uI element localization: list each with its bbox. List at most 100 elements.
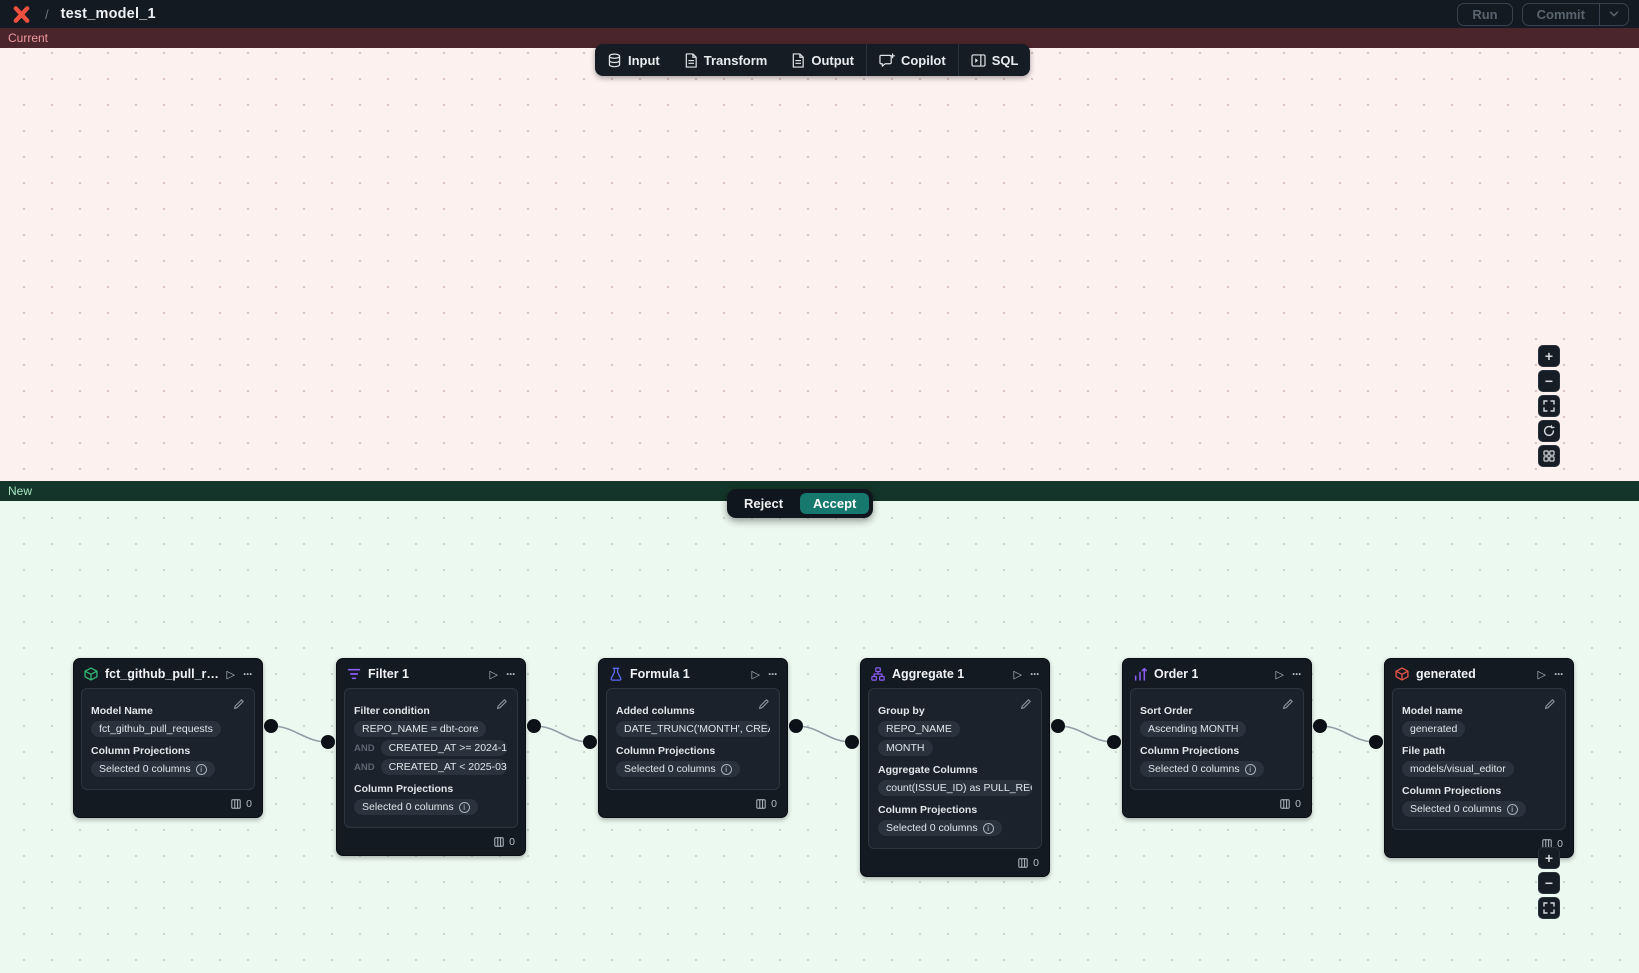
filter-condition-pill[interactable]: CREATED_AT < 2025-03-01	[380, 759, 507, 775]
connection-handle[interactable]	[527, 719, 541, 733]
node-header[interactable]: Filter 1 ▷ ···	[337, 659, 525, 687]
toolbar-transform-button[interactable]: Transform	[672, 44, 780, 76]
commit-split-button[interactable]: Commit	[1521, 2, 1629, 26]
connection-handle[interactable]	[1369, 735, 1383, 749]
more-menu-icon[interactable]: ···	[506, 667, 516, 681]
current-version-label: Current	[8, 31, 49, 45]
column-projections-pill[interactable]: Selected 0 columns i	[1140, 761, 1264, 777]
more-menu-icon[interactable]: ···	[1554, 667, 1564, 681]
grid-icon	[1543, 450, 1555, 462]
connection-handle[interactable]	[1107, 735, 1121, 749]
model-name-pill[interactable]: generated	[1402, 721, 1466, 737]
edit-icon[interactable]	[758, 698, 770, 710]
info-icon: i	[1506, 803, 1518, 815]
play-icon[interactable]: ▷	[751, 668, 760, 681]
play-icon[interactable]: ▷	[489, 668, 498, 681]
current-canvas[interactable]: Input Transform Output Copilot	[0, 44, 1639, 481]
new-flow-controls: + −	[1538, 847, 1560, 919]
column-projections-pill[interactable]: Selected 0 columns i	[878, 820, 1002, 836]
edit-icon[interactable]	[1282, 698, 1294, 710]
new-version-label: New	[8, 484, 33, 498]
zoom-in-button[interactable]: +	[1538, 345, 1560, 367]
connection-handle[interactable]	[264, 719, 278, 733]
current-version-band: Current	[0, 28, 1639, 48]
toolbar-output-button[interactable]: Output	[779, 44, 866, 76]
fit-view-button[interactable]	[1538, 897, 1560, 919]
node-formula-1[interactable]: Formula 1 ▷ ··· Added columns DATE_TRUNC…	[598, 658, 788, 818]
node-generated[interactable]: generated ▷ ··· Model name generated Fil…	[1384, 658, 1574, 858]
connection-handle[interactable]	[789, 719, 803, 733]
connection-handle[interactable]	[583, 735, 597, 749]
play-icon[interactable]: ▷	[1013, 668, 1022, 681]
edit-icon[interactable]	[233, 698, 245, 710]
connection-handle[interactable]	[321, 735, 335, 749]
edit-icon[interactable]	[1020, 698, 1032, 710]
section-label: Sort Order	[1140, 705, 1193, 717]
node-header[interactable]: Aggregate 1 ▷ ···	[861, 659, 1049, 687]
toolbar-sql-button[interactable]: SQL	[959, 44, 1031, 76]
play-icon[interactable]: ▷	[1275, 668, 1284, 681]
toolbar-input-label: Input	[628, 52, 660, 68]
filter-condition-pill[interactable]: REPO_NAME = dbt-core	[354, 721, 487, 737]
refresh-button[interactable]	[1538, 420, 1560, 442]
node-aggregate-1[interactable]: Aggregate 1 ▷ ··· Group by REPO_NAME MON…	[860, 658, 1050, 877]
zoom-out-button[interactable]: −	[1538, 872, 1560, 894]
edit-icon[interactable]	[1544, 698, 1556, 710]
more-menu-icon[interactable]: ···	[243, 667, 253, 681]
node-title: generated	[1416, 667, 1476, 681]
section-label: Model Name	[91, 705, 153, 717]
group-by-pill[interactable]: REPO_NAME	[878, 721, 960, 737]
connection-handle[interactable]	[1051, 719, 1065, 733]
edit-icon[interactable]	[496, 698, 508, 710]
reject-button[interactable]: Reject	[731, 493, 796, 514]
layout-grid-button[interactable]	[1538, 445, 1560, 467]
zoom-in-button[interactable]: +	[1538, 847, 1560, 869]
connection-handle[interactable]	[845, 735, 859, 749]
commit-dropdown-button[interactable]	[1599, 3, 1628, 25]
value-pill[interactable]: fct_github_pull_requests	[91, 721, 221, 737]
node-fct-github-pull-requests[interactable]: fct_github_pull_requests ▷ ··· Model Nam…	[73, 658, 263, 818]
zoom-out-button[interactable]: −	[1538, 370, 1560, 392]
section-label: Column Projections	[616, 745, 716, 757]
more-menu-icon[interactable]: ···	[1292, 667, 1302, 681]
column-projections-pill[interactable]: Selected 0 columns i	[616, 761, 740, 777]
file-path-pill[interactable]: models/visual_editor	[1402, 761, 1514, 777]
more-menu-icon[interactable]: ···	[1030, 667, 1040, 681]
node-header[interactable]: Order 1 ▷ ···	[1123, 659, 1311, 687]
node-footer: 0	[861, 855, 1049, 876]
node-header[interactable]: fct_github_pull_requests ▷ ···	[74, 659, 262, 687]
toolbar-input-button[interactable]: Input	[595, 44, 672, 76]
cube-icon	[84, 667, 98, 681]
new-canvas[interactable]: Reject Accept fct_github_pull_requests	[0, 489, 1639, 973]
column-projections-pill[interactable]: Selected 0 columns i	[1402, 801, 1526, 817]
columns-icon	[756, 799, 766, 809]
panel-icon	[971, 53, 986, 67]
play-icon[interactable]: ▷	[1537, 668, 1546, 681]
run-button[interactable]: Run	[1457, 2, 1513, 26]
more-menu-icon[interactable]: ···	[768, 667, 778, 681]
accept-button[interactable]: Accept	[800, 493, 870, 514]
column-projections-pill[interactable]: Selected 0 columns i	[354, 799, 478, 815]
node-footer: 0	[74, 796, 262, 817]
node-filter-1[interactable]: Filter 1 ▷ ··· Filter condition REPO_NAM…	[336, 658, 526, 856]
filter-icon	[347, 667, 361, 681]
filter-condition-pill[interactable]: CREATED_AT >= 2024-12-01	[380, 740, 507, 756]
section-label: Column Projections	[91, 745, 191, 757]
node-header[interactable]: Formula 1 ▷ ···	[599, 659, 787, 687]
fit-view-button[interactable]	[1538, 395, 1560, 417]
group-by-pill[interactable]: MONTH	[878, 740, 933, 756]
sort-order-pill[interactable]: Ascending MONTH	[1140, 721, 1247, 737]
section-label: Aggregate Columns	[878, 764, 978, 776]
node-title: Filter 1	[368, 667, 409, 681]
commit-button-label[interactable]: Commit	[1536, 6, 1585, 22]
node-order-1[interactable]: Order 1 ▷ ··· Sort Order Ascending MONTH…	[1122, 658, 1312, 818]
app-logo-icon[interactable]	[12, 5, 31, 24]
toolbar-output-label: Output	[811, 52, 854, 68]
column-projections-pill[interactable]: Selected 0 columns i	[91, 761, 215, 777]
toolbar-copilot-button[interactable]: Copilot	[867, 44, 958, 76]
connection-handle[interactable]	[1313, 719, 1327, 733]
formula-pill[interactable]: DATE_TRUNC('MONTH', CREATED_AT…	[616, 721, 770, 737]
play-icon[interactable]: ▷	[226, 668, 235, 681]
node-header[interactable]: generated ▷ ···	[1385, 659, 1573, 687]
aggregate-column-pill[interactable]: count(ISSUE_ID) as PULL_REQUEST_…	[878, 780, 1032, 796]
